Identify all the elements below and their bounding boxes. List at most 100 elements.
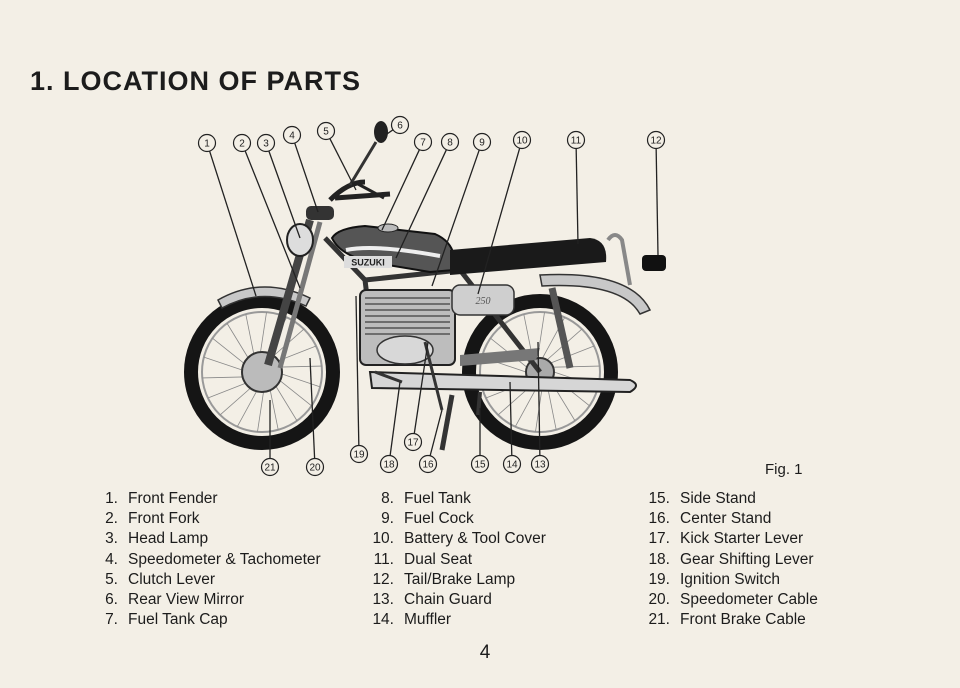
- callout-circle: [470, 454, 490, 474]
- legend-item: 9.Fuel Cock: [358, 509, 546, 529]
- legend-item: 2.Front Fork: [92, 509, 321, 529]
- legend-label: Gear Shifting Lever: [680, 550, 814, 568]
- legend-label: Speedometer Cable: [680, 590, 818, 608]
- leader-line: [655, 148, 659, 256]
- mirror-stem: [348, 141, 378, 186]
- legend-item: 13. Chain Guard: [358, 590, 546, 610]
- legend-number: 8.: [381, 490, 394, 507]
- callout-circle: [512, 130, 532, 150]
- legend-number: 6.: [105, 590, 118, 608]
- legend-number: 13.: [372, 590, 394, 608]
- legend-label: Fuel Tank Cap: [128, 611, 228, 629]
- leader-line: [575, 148, 579, 245]
- callout-circle: [232, 133, 252, 153]
- head-lamp: [286, 223, 314, 257]
- callout-circle: [282, 125, 302, 145]
- clutch-lever: [357, 182, 385, 200]
- leader-line: [329, 138, 357, 191]
- legend-number: 19.: [648, 570, 670, 588]
- callout-circle: [256, 133, 276, 153]
- leader-line: [383, 129, 394, 137]
- legend-label: Kick Starter Lever: [680, 530, 804, 548]
- legend-number: 10.: [372, 530, 394, 548]
- legend-label: Rear View Mirror: [128, 590, 244, 608]
- legend-number: 5.: [105, 570, 118, 588]
- legend-number: 2.: [105, 510, 118, 528]
- callout-circle: [418, 454, 438, 474]
- legend-number: 21.: [648, 611, 670, 629]
- callout-circle: [413, 132, 433, 152]
- chain-guard: [460, 348, 540, 366]
- legend-label: Side Stand: [680, 490, 756, 507]
- tail-brake-lamp: [642, 255, 666, 271]
- leader-line: [413, 341, 429, 434]
- callout-number: 15: [474, 459, 486, 470]
- leader-line: [381, 149, 420, 231]
- muffler: [368, 370, 637, 394]
- legend-label: Fuel Cock: [404, 510, 474, 528]
- callout-circle: [646, 130, 666, 150]
- legend-item: 10.Battery & Tool Cover: [358, 529, 545, 549]
- callout-number: 7: [420, 137, 426, 148]
- kick-starter-lever: [423, 341, 444, 411]
- gear-shifting-lever: [374, 370, 403, 384]
- leader-line: [244, 150, 301, 289]
- rear-shock: [548, 287, 574, 369]
- legend-item: 19. Ignition Switch: [634, 570, 818, 590]
- leader-lines: [208, 129, 659, 459]
- rear-fender: [539, 273, 652, 315]
- parts-legend-column-2: 8.Fuel Tank 9.Fuel Cock 10.Battery & Too…: [358, 489, 546, 630]
- leader-line: [208, 150, 257, 297]
- legend-label: Ignition Switch: [680, 570, 780, 588]
- callout-number: 12: [650, 135, 662, 146]
- legend-item: 15.Side Stand: [634, 489, 818, 509]
- legend-label: Front Brake Cable: [680, 611, 806, 629]
- legend-item: 20. Speedometer Cable: [634, 590, 818, 610]
- callout-circle: [260, 457, 280, 477]
- callout-number: 11: [571, 135, 582, 146]
- callout-number: 21: [264, 462, 276, 473]
- page-number: 4: [479, 642, 491, 663]
- legend-item: 21. Front Brake Cable: [634, 610, 818, 630]
- callout-number: 13: [534, 459, 546, 470]
- legend-number: 4.: [105, 550, 118, 568]
- legend-number: 1.: [105, 490, 118, 507]
- legend-item: 14.Muffler: [358, 610, 546, 630]
- figure-caption: Fig. 1: [765, 461, 803, 478]
- engine: [359, 289, 456, 366]
- legend-item: 11.Dual Seat: [358, 550, 546, 570]
- callout-number: 8: [447, 137, 453, 148]
- callout-number: 16: [422, 459, 434, 470]
- legend-item: 18.Gear Shifting Lever: [634, 550, 818, 570]
- leader-line: [431, 149, 480, 287]
- legend-item: 12.Tail/Brake Lamp: [358, 570, 546, 590]
- legend-label: Chain Guard: [404, 590, 492, 608]
- center-stand: [439, 394, 455, 451]
- callout-number: 2: [239, 138, 245, 149]
- callout-circle: [440, 132, 460, 152]
- dual-seat: [450, 238, 607, 275]
- callout-circle: [349, 444, 369, 464]
- callout-number: 17: [407, 437, 419, 448]
- legend-item: 5.Clutch Lever: [92, 570, 321, 590]
- legend-label: Muffler: [404, 611, 452, 629]
- callout-circle: [316, 121, 336, 141]
- callout-circle: [197, 133, 217, 153]
- tank-badge-plate: [344, 256, 392, 268]
- callout-number: 5: [323, 126, 329, 137]
- front-wheel: [184, 294, 340, 450]
- callout-number: 19: [353, 449, 365, 460]
- legend-label: Head Lamp: [128, 530, 209, 548]
- legend-item: 16.Center Stand: [634, 509, 818, 529]
- legend-number: 20.: [648, 590, 670, 608]
- battery-tool-cover: [451, 284, 515, 316]
- legend-label: Dual Seat: [404, 550, 473, 568]
- parts-legend-column-1: 1.Front Fender 2.Front Fork 3.Head Lamp …: [92, 489, 321, 630]
- legend-item: 6. Rear View Mirror: [92, 590, 321, 610]
- callout-circle: [403, 432, 423, 452]
- rear-view-mirror: [374, 121, 388, 143]
- callout-number: 4: [289, 130, 295, 141]
